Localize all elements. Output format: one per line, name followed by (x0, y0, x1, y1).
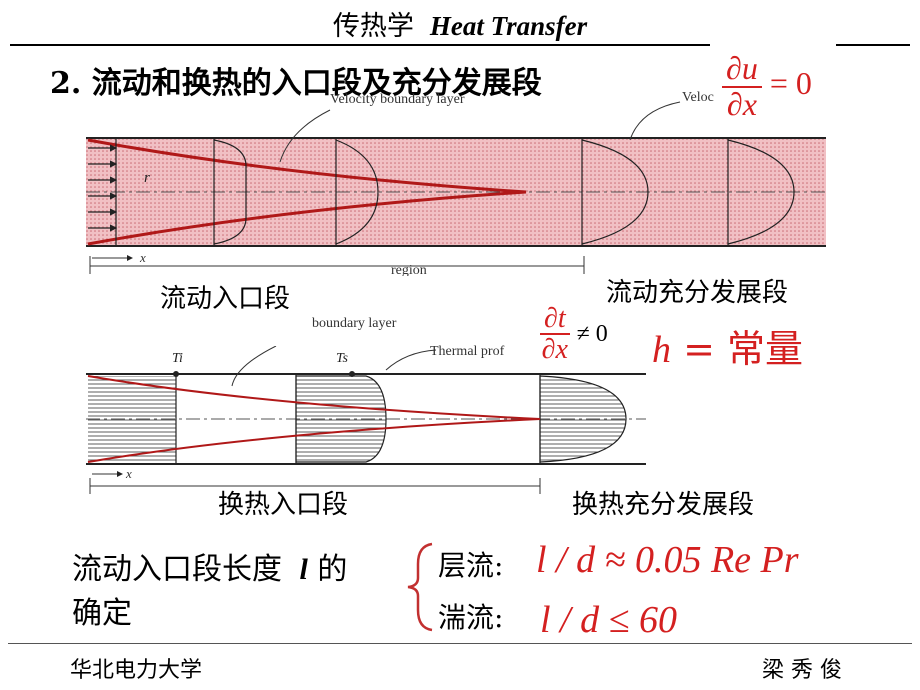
inlet-profile (88, 138, 118, 246)
velocity-profile-annotation: Veloc (682, 90, 714, 105)
x-label-top: x (139, 250, 146, 265)
eq-mid-rhs: ≠ 0 (576, 320, 608, 347)
velocity-bl-annotation: Velocity boundary layer (330, 92, 465, 107)
thermal-profile-3 (539, 375, 627, 463)
r-label: r (144, 170, 150, 186)
profile-2 (335, 138, 379, 246)
header-rule-right (836, 44, 910, 46)
heat-developed-label: 换热充分发展段 (572, 490, 755, 520)
ts-point (349, 371, 355, 377)
region-label: region (391, 263, 427, 276)
eq-mid-den: ∂x (541, 334, 568, 366)
thermal-profile-annotation: Thermal prof (430, 344, 505, 359)
footer-rule (8, 643, 912, 644)
footer-author: 梁 秀 俊 (762, 658, 842, 683)
ti-label: Ti (172, 351, 183, 366)
profile-3 (581, 138, 649, 246)
eq-top-rhs: = 0 (769, 64, 812, 101)
turbulent-equation: l / d ≤ 60 (540, 599, 677, 641)
entry-length-line2: 确定 (72, 596, 132, 631)
thermal-figure: Ti Ts x (86, 346, 646, 494)
flow-developed-label: 流动充分发展段 (606, 278, 789, 308)
annotation-leaders-top (279, 101, 681, 163)
thermal-profile-leader (385, 349, 437, 371)
inlet-temperature-profile (88, 376, 176, 462)
footer-university: 华北电力大学 (70, 658, 203, 683)
equation-h-constant: h = 常量 (652, 318, 803, 373)
equation-du-dx: ∂u∂x = 0 (722, 51, 812, 122)
eq-top-num: ∂u (722, 51, 762, 88)
ts-label: Ts (336, 351, 349, 366)
header-title-en: Heat Transfer (429, 11, 588, 41)
thermal-bl-annotation: boundary layer (312, 316, 397, 331)
laminar-label: 层流: (438, 549, 504, 582)
page-header: 传热学 Heat Transfer (0, 4, 920, 43)
thermal-bl-leader (231, 346, 277, 387)
laminar-equation: l / d ≈ 0.05 Re Pr (536, 539, 799, 581)
brace-icon (407, 542, 433, 632)
turbulent-row: 湍流: (438, 596, 503, 636)
thermal-profile-2 (295, 375, 387, 463)
h-rhs: = 常量 (683, 327, 804, 371)
entry-length-text: 流动入口段长度 (72, 552, 282, 587)
flow-entrance-label: 流动入口段 (160, 284, 291, 314)
header-title-cn: 传热学 (332, 11, 414, 42)
eq-top-den: ∂x (726, 85, 757, 122)
laminar-row: 层流: (438, 544, 503, 584)
entry-length-line1: 流动入口段长度 l 的 (72, 544, 347, 588)
x-label-bottom: x (125, 466, 132, 481)
thermal-boundary-curve (87, 375, 541, 463)
turbulent-label: 湍流: (438, 601, 504, 634)
h-symbol: h (652, 329, 671, 371)
section-title: 2. 流动和换热的入口段及充分发展段 (50, 66, 542, 101)
boundary-layer-curve (87, 138, 527, 246)
header-rule-left (10, 44, 710, 46)
heat-entrance-label: 换热入口段 (218, 490, 349, 520)
eq-mid-num: ∂t (540, 304, 570, 336)
velocity-figure: r x region (86, 137, 826, 276)
profile-4 (727, 138, 795, 246)
equation-dt-dx: ∂t∂x ≠ 0 (540, 304, 608, 365)
entry-length-var: l (299, 553, 308, 586)
entry-length-end: 的 (307, 552, 348, 587)
profile-1 (213, 138, 247, 246)
ti-point (173, 371, 179, 377)
